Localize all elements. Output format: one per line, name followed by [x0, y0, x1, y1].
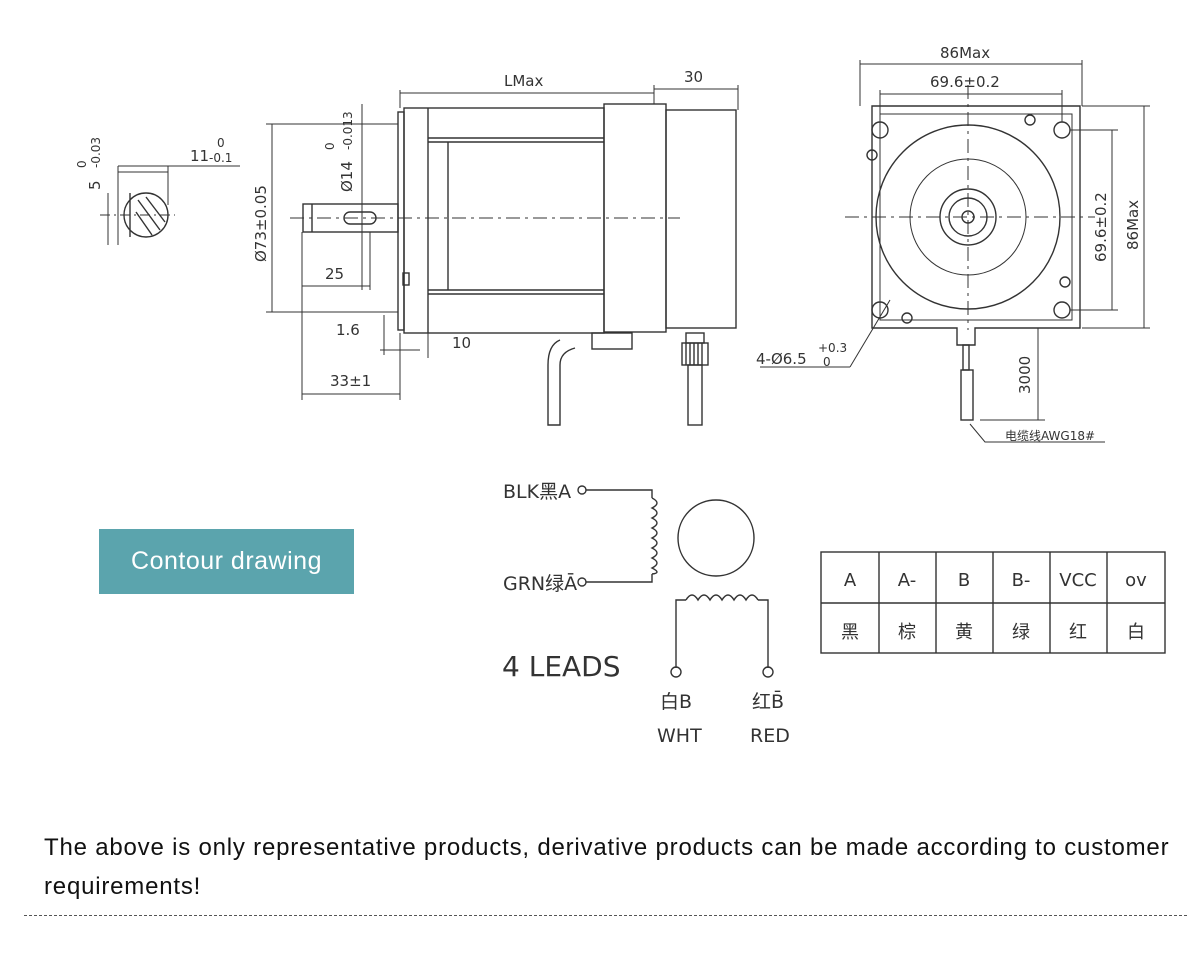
- header-cell: VCC: [1059, 570, 1096, 591]
- lead-b-en-label: WHT: [657, 725, 702, 747]
- flange-thickness-label: 10: [452, 334, 471, 352]
- color-cell: 棕: [898, 622, 916, 643]
- header-cell: B-: [1012, 570, 1031, 591]
- overall-height-label: 86Max: [1124, 200, 1142, 250]
- motor-side-view: [266, 85, 739, 426]
- header-cell: B: [958, 570, 970, 591]
- lead-a-label: BLK黑A: [503, 481, 571, 503]
- header-cell: ov: [1125, 570, 1147, 591]
- color-table: [820, 551, 1166, 654]
- color-cell: 绿: [1012, 622, 1030, 643]
- shaft-tol-top: 0: [323, 142, 337, 150]
- front-length-label: 33±1: [330, 372, 371, 390]
- color-cell: 红: [1069, 622, 1087, 643]
- shaft-tol-bottom: -0.013: [341, 111, 355, 150]
- lead-a-bar-label: GRN绿Ā: [503, 571, 577, 595]
- rear-length-label: 30: [684, 68, 703, 86]
- color-cell: 黑: [841, 622, 859, 643]
- flat-width-tol-top: 0: [217, 136, 225, 150]
- contour-drawing-badge: Contour drawing: [99, 529, 354, 594]
- key-depth-label: 5: [86, 180, 104, 190]
- wiring-diagram: [577, 485, 774, 678]
- shaft-cross-section: [100, 165, 240, 245]
- key-depth-tol-bottom: -0.03: [89, 137, 103, 168]
- color-cell: 黄: [955, 622, 973, 643]
- footer-note: The above is only representative product…: [44, 834, 1170, 900]
- shaft-length-label: 25: [325, 265, 344, 283]
- pilot-diameter-label: Ø73±0.05: [252, 185, 270, 262]
- lead-b-label: 白B: [660, 691, 692, 713]
- motor-contour-drawing: 5 0 -0.03 11 0 -0.1 LMax 30 Ø14 0 -0.013…: [75, 44, 1166, 747]
- holes-tol-bottom: 0: [823, 355, 831, 369]
- overall-width-label: 86Max: [940, 44, 990, 62]
- color-cell: 白: [1127, 622, 1145, 643]
- cable-length-label: 3000: [1016, 356, 1034, 394]
- lead-b-bar-en-label: RED: [750, 725, 790, 747]
- lead-b-bar-label: 红B̄: [752, 689, 784, 713]
- dashed-divider: [24, 915, 1187, 916]
- key-depth-tol-top: 0: [75, 160, 89, 168]
- hole-spacing-h-label: 69.6±0.2: [930, 73, 1000, 91]
- hole-spacing-v-label: 69.6±0.2: [1092, 192, 1110, 262]
- motor-front-view: [760, 60, 1150, 443]
- shaft-diameter-label: Ø14: [338, 161, 356, 192]
- length-label: LMax: [504, 72, 543, 90]
- flat-width-tol-bottom: -0.1: [209, 151, 232, 165]
- flat-width-label: 11: [190, 147, 209, 165]
- cable-note-label: 电缆线AWG18#: [1005, 429, 1095, 443]
- header-cell: A-: [898, 570, 916, 591]
- color-table-text: A A- B B- VCC ov 黑 棕 黄 绿 红 白: [841, 570, 1147, 643]
- leads-label: 4 LEADS: [502, 650, 621, 683]
- header-cell: A: [844, 570, 857, 591]
- holes-label: 4-Ø6.5: [756, 350, 807, 368]
- holes-tol-top: +0.3: [818, 341, 847, 355]
- flange-step-label: 1.6: [336, 321, 360, 339]
